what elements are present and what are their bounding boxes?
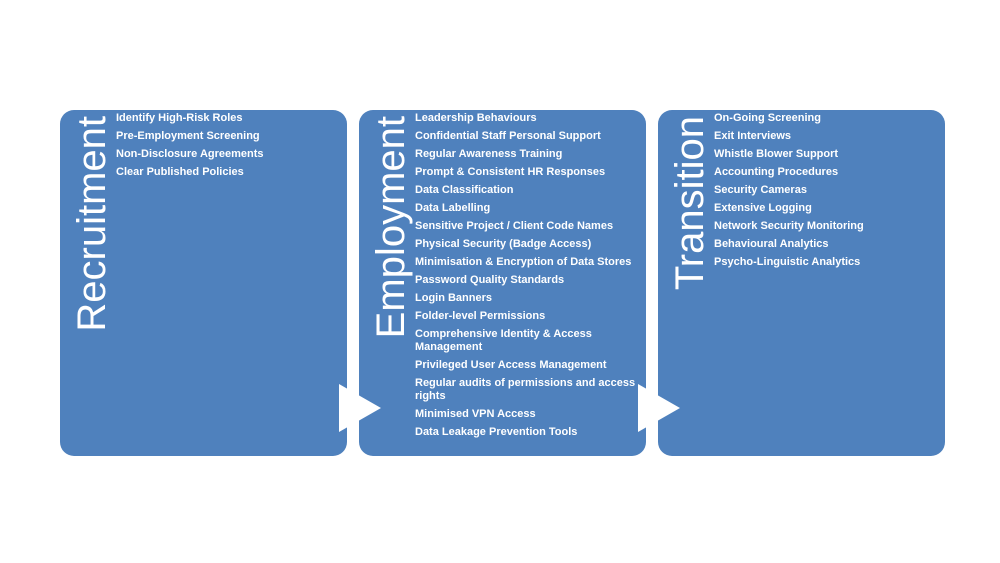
stage-panel-transition: Transition On-Going Screening Exit Inter…	[658, 110, 945, 456]
stage-items-employment: Leadership Behaviours Confidential Staff…	[415, 112, 637, 444]
stage-item: Login Banners	[415, 292, 493, 304]
stage-panel-recruitment: Recruitment Identify High-Risk Roles Pre…	[60, 110, 347, 456]
stage-item: Minimisation & Encryption of Data Stores	[415, 256, 632, 268]
stage-title-text: Employment	[369, 116, 413, 339]
stage-title-text: Transition	[668, 116, 712, 291]
stage-item: Physical Security (Badge Access)	[415, 238, 592, 250]
stage-item: Pre-Employment Screening	[116, 130, 260, 142]
stage-panel-employment: Employment Leadership Behaviours Confide…	[359, 110, 646, 456]
stage-item: Psycho-Linguistic Analytics	[714, 256, 861, 268]
stage-item: Regular audits of permissions and access…	[415, 377, 636, 402]
stage-item: Identify High-Risk Roles	[116, 112, 243, 124]
stage-item: Extensive Logging	[714, 202, 812, 214]
stage-item: Privileged User Access Management	[415, 359, 607, 371]
stage-item: Comprehensive Identity & Access Manageme…	[415, 328, 592, 353]
stage-item: Sensitive Project / Client Code Names	[415, 220, 614, 232]
stage-item: Minimised VPN Access	[415, 408, 536, 420]
chevron-right-arrow-icon	[339, 384, 381, 432]
stage-item: Accounting Procedures	[714, 166, 839, 178]
stage-item: Non-Disclosure Agreements	[116, 148, 264, 160]
stage-item: Exit Interviews	[714, 130, 792, 142]
stage-title-text: Recruitment	[70, 116, 114, 332]
stage-item: Password Quality Standards	[415, 274, 565, 286]
stage-item: Data Classification	[415, 184, 514, 196]
stage-item: Clear Published Policies	[116, 166, 244, 178]
chevron-right-arrow-icon	[638, 384, 680, 432]
stage-item: Regular Awareness Training	[415, 148, 563, 160]
stage-item: Confidential Staff Personal Support	[415, 130, 601, 142]
stage-item: Data Leakage Prevention Tools	[415, 426, 578, 438]
stage-item: Leadership Behaviours	[415, 112, 537, 124]
stage-title-recruitment: Recruitment	[70, 116, 114, 446]
stage-item: Folder-level Permissions	[415, 310, 546, 322]
stage-items-recruitment: Identify High-Risk Roles Pre-Employment …	[116, 112, 338, 184]
stage-item: Behavioural Analytics	[714, 238, 829, 250]
stage-items-transition: On-Going Screening Exit Interviews Whist…	[714, 112, 936, 274]
stage-item: Security Cameras	[714, 184, 807, 196]
stage-item: Data Labelling	[415, 202, 491, 214]
stage-item: On-Going Screening	[714, 112, 821, 124]
stage-item: Network Security Monitoring	[714, 220, 864, 232]
stage-item: Prompt & Consistent HR Responses	[415, 166, 606, 178]
stage-item: Whistle Blower Support	[714, 148, 839, 160]
